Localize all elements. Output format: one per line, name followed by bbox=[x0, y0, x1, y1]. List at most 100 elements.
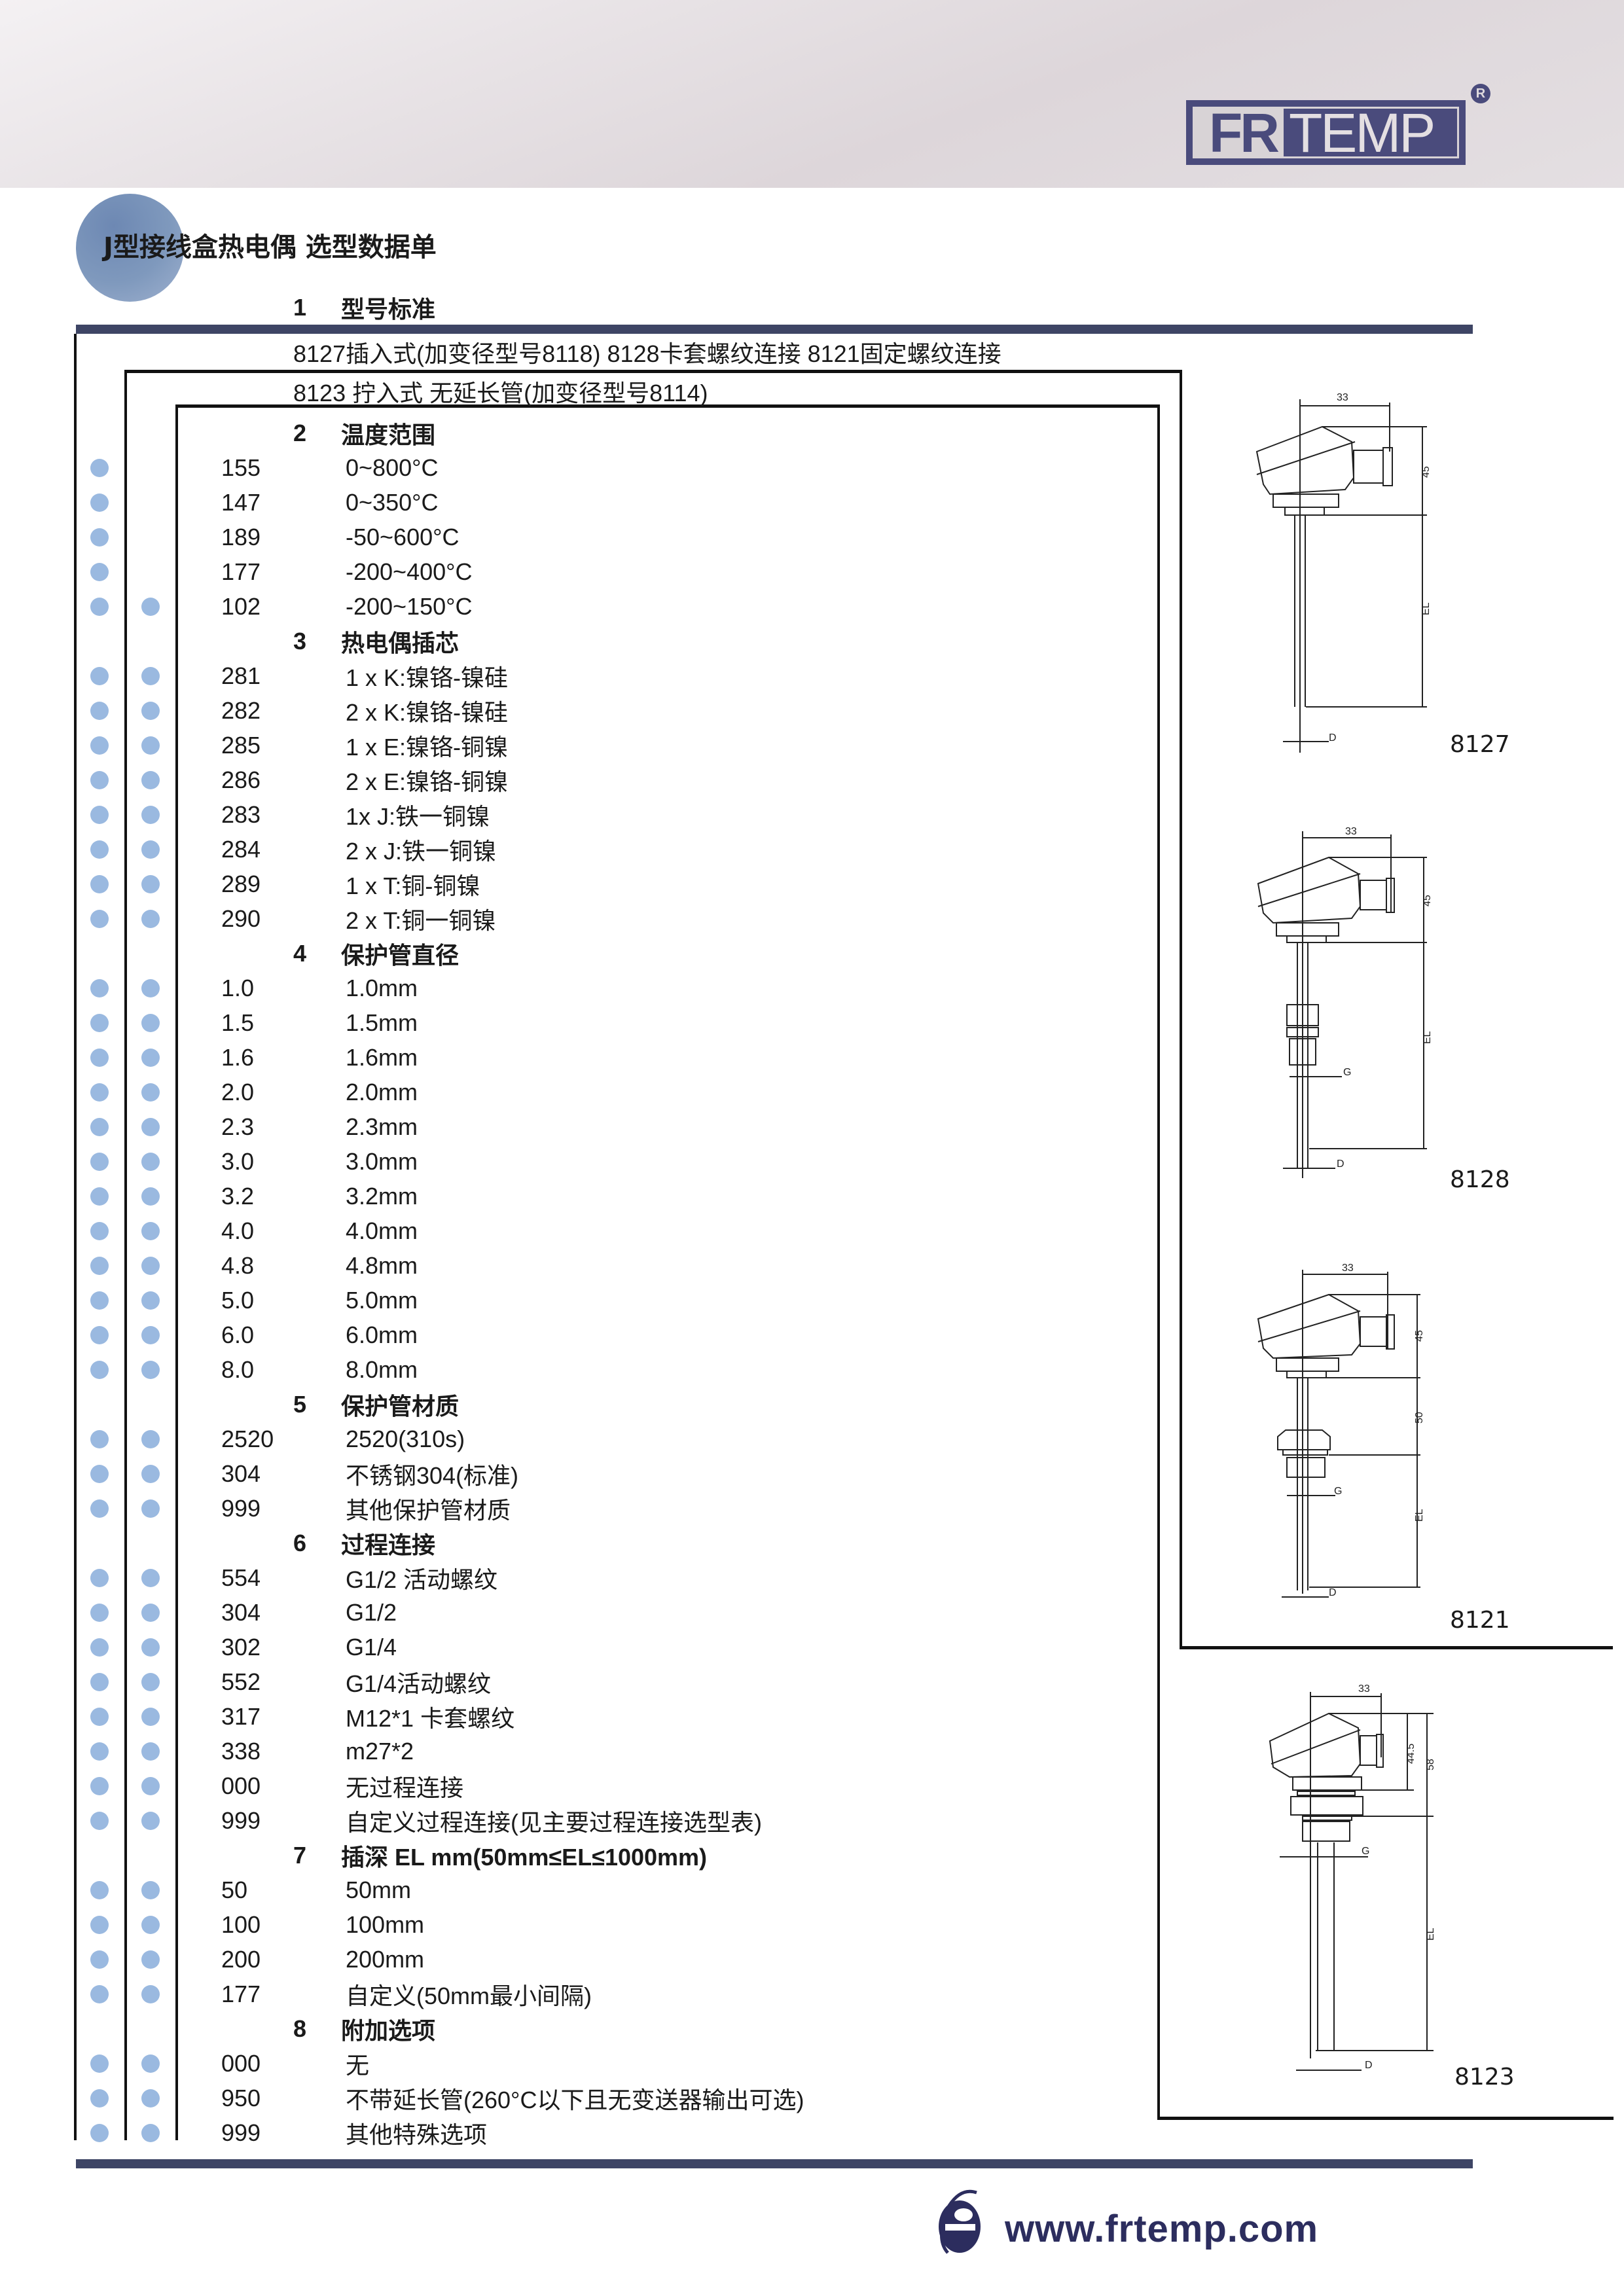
section-title: 热电偶插芯 bbox=[341, 629, 460, 656]
svg-text:D: D bbox=[1329, 732, 1337, 744]
frame-line-middle bbox=[124, 371, 127, 2140]
section-number: 3 bbox=[293, 627, 307, 655]
logo-fr-text: FR bbox=[1195, 105, 1284, 160]
option-dot-icon bbox=[141, 1603, 160, 1622]
option-code: 338 bbox=[221, 1737, 261, 1765]
option-dot-icon bbox=[141, 1950, 160, 1969]
option-code: 000 bbox=[221, 1772, 261, 1799]
frame-line-8121-bottom bbox=[1180, 1646, 1613, 1649]
option-desc: 其他保护管材质 bbox=[346, 1496, 511, 1524]
bottom-divider-bar bbox=[76, 2159, 1473, 2168]
option-dot-icon bbox=[90, 1187, 109, 1206]
option-desc: 50mm bbox=[346, 1876, 412, 1903]
option-code: 2.0 bbox=[221, 1078, 255, 1105]
option-dot-icon bbox=[90, 1568, 109, 1587]
option-dot-icon bbox=[141, 1360, 160, 1379]
option-dot-icon bbox=[141, 1083, 160, 1102]
option-code: 999 bbox=[221, 2119, 261, 2146]
option-dot-icon bbox=[141, 1984, 160, 2003]
option-code: 102 bbox=[221, 592, 261, 620]
model-label-8121: 8121 bbox=[1450, 1607, 1510, 1634]
page-title: J型接线盒热电偶 选型数据单 bbox=[103, 232, 437, 262]
option-desc: -200~400°C bbox=[346, 558, 473, 585]
section-number: 6 bbox=[293, 1529, 307, 1556]
option-desc: G1/2 活动螺纹 bbox=[346, 1566, 498, 1593]
option-code: 177 bbox=[221, 558, 261, 585]
option-code: 189 bbox=[221, 523, 261, 550]
option-code: 50 bbox=[221, 1876, 248, 1903]
svg-text:45: 45 bbox=[1420, 466, 1432, 478]
option-desc: 2520(310s) bbox=[346, 1425, 465, 1452]
option-dot-icon bbox=[90, 701, 109, 720]
option-dot-icon bbox=[141, 909, 160, 928]
option-code: 6.0 bbox=[221, 1321, 255, 1348]
option-dot-icon bbox=[141, 1499, 160, 1518]
option-code: 304 bbox=[221, 1598, 261, 1626]
model-standard-line-2: 8123 拧入式 无延长管(加变径型号8114) bbox=[293, 380, 708, 406]
option-desc: m27*2 bbox=[346, 1737, 414, 1765]
option-dot-icon bbox=[141, 597, 160, 616]
option-desc: 2 x T:铜一铜镍 bbox=[346, 906, 496, 934]
option-dot-icon bbox=[141, 1915, 160, 1934]
option-dot-icon bbox=[90, 770, 109, 789]
option-code: 4.8 bbox=[221, 1251, 255, 1279]
website-url[interactable]: www.frtemp.com bbox=[1005, 2208, 1319, 2250]
option-desc: 2.0mm bbox=[346, 1078, 418, 1105]
frame-line-inner-right bbox=[1157, 404, 1160, 2119]
section-number: 2 bbox=[293, 419, 307, 446]
svg-text:33: 33 bbox=[1337, 392, 1348, 403]
option-code: 290 bbox=[221, 905, 261, 932]
option-dot-icon bbox=[90, 874, 109, 893]
option-desc: 自定义过程连接(见主要过程连接选型表) bbox=[346, 1808, 762, 1836]
option-dot-icon bbox=[90, 978, 109, 997]
option-dot-icon bbox=[90, 1742, 109, 1761]
svg-text:EL: EL bbox=[1425, 1928, 1436, 1941]
option-code: 1.0 bbox=[221, 974, 255, 1001]
option-code: 317 bbox=[221, 1702, 261, 1730]
svg-text:58: 58 bbox=[1425, 1759, 1436, 1770]
option-dot-icon bbox=[141, 2054, 160, 2073]
section-number: 7 bbox=[293, 1841, 307, 1869]
option-desc: 1 x E:镍铬-铜镍 bbox=[346, 733, 509, 761]
svg-text:33: 33 bbox=[1345, 826, 1357, 837]
option-dot-icon bbox=[141, 1291, 160, 1310]
option-dot-icon bbox=[90, 493, 109, 512]
internet-e-icon bbox=[929, 2186, 992, 2258]
option-code: 284 bbox=[221, 835, 261, 863]
option-desc: G1/2 bbox=[346, 1598, 397, 1626]
option-dot-icon bbox=[90, 458, 109, 477]
option-dot-icon bbox=[90, 1256, 109, 1275]
thermocouple-8123-diagram-icon: 33 44.5 58 EL G D bbox=[1269, 1683, 1436, 2071]
option-desc: 200mm bbox=[346, 1945, 425, 1973]
option-dot-icon bbox=[90, 805, 109, 824]
option-dot-icon bbox=[141, 1880, 160, 1899]
option-dot-icon bbox=[90, 1152, 109, 1171]
option-dot-icon bbox=[90, 1499, 109, 1518]
section-title: 插深 EL mm(50mm≤EL≤1000mm) bbox=[341, 1843, 708, 1871]
option-dot-icon bbox=[141, 1117, 160, 1136]
svg-text:33: 33 bbox=[1342, 1263, 1354, 1274]
model-standard-line-1: 8127插入式(加变径型号8118) 8128卡套螺纹连接 8121固定螺纹连接 bbox=[293, 340, 1001, 367]
option-desc: 自定义(50mm最小间隔) bbox=[346, 1982, 592, 2009]
option-code: 155 bbox=[221, 454, 261, 481]
option-code: 100 bbox=[221, 1910, 261, 1938]
svg-text:33: 33 bbox=[1358, 1683, 1370, 1695]
option-dot-icon bbox=[90, 1083, 109, 1102]
option-desc: 1.0mm bbox=[346, 974, 418, 1001]
option-desc: 1 x K:镍铬-镍硅 bbox=[346, 664, 509, 691]
option-desc: 不带延长管(260°C以下且无变送器输出可选) bbox=[346, 2086, 804, 2113]
section-number: 4 bbox=[293, 939, 307, 967]
section-title: 附加选项 bbox=[341, 2017, 436, 2044]
option-dot-icon bbox=[141, 1152, 160, 1171]
frame-line-inner-top bbox=[175, 404, 1160, 408]
option-dot-icon bbox=[90, 1707, 109, 1726]
option-desc: 2.3mm bbox=[346, 1113, 418, 1140]
option-dot-icon bbox=[90, 2054, 109, 2073]
option-desc: 不锈钢304(标准) bbox=[346, 1462, 519, 1489]
svg-text:45: 45 bbox=[1414, 1330, 1425, 1342]
option-dot-icon bbox=[141, 978, 160, 997]
option-code: 177 bbox=[221, 1980, 261, 2007]
option-dot-icon bbox=[141, 701, 160, 720]
option-dot-icon bbox=[141, 840, 160, 859]
option-desc: 1.5mm bbox=[346, 1009, 418, 1036]
